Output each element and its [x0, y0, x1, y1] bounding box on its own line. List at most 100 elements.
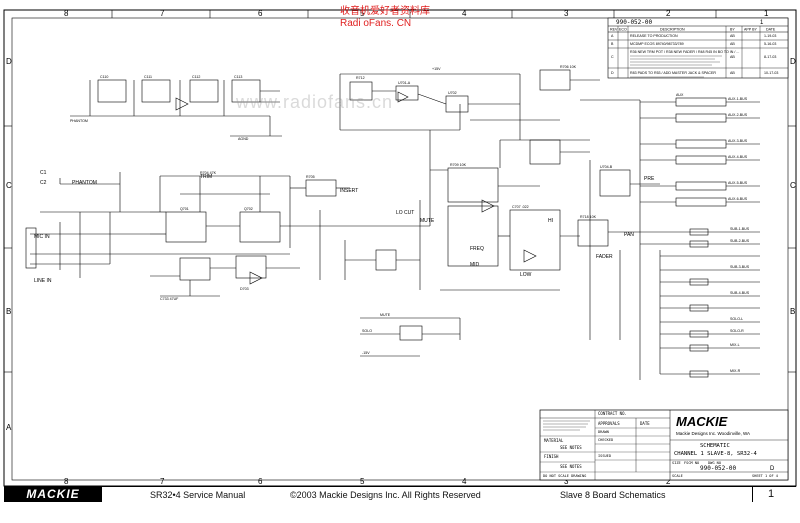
- row-a: A: [6, 423, 12, 432]
- annot-c707: C707 .022: [512, 205, 529, 209]
- annot-c733: C733 47UF: [160, 297, 179, 301]
- col-4: 4: [462, 9, 467, 18]
- annot-u101a: U701-A: [398, 81, 411, 85]
- tb-notes-1: SEE NOTES: [560, 445, 582, 450]
- rev-header-app: APP BY: [744, 28, 758, 32]
- annot-q701: Q701: [180, 207, 189, 211]
- annot-r718: R718 10K: [580, 215, 597, 219]
- col-3: 3: [564, 9, 569, 18]
- row-b-right: B: [790, 307, 795, 316]
- label-pre: PRE: [644, 176, 655, 182]
- tb-issued: ISSUED: [598, 454, 611, 458]
- annot-r709: R709 10K: [450, 163, 467, 167]
- annot-r706: R706 10K: [560, 65, 577, 69]
- col-2: 2: [666, 9, 671, 18]
- tb-do-not-scale: DO NOT SCALE DRAWING: [543, 474, 586, 478]
- annot-r704: R704 47K: [200, 171, 217, 175]
- row-d-right: D: [790, 57, 796, 66]
- tb-checked: CHECKED: [598, 438, 613, 442]
- tb-contract: CONTRACT NO.: [598, 411, 627, 416]
- row-b: B: [6, 307, 11, 316]
- col-7: 7: [160, 9, 165, 18]
- rev-b-date: 5-16-03: [764, 42, 776, 46]
- col-6: 6: [258, 9, 263, 18]
- annot-u704: U704-B: [600, 165, 613, 169]
- tb-drawn: DRAWN: [598, 430, 609, 434]
- label-low: LOW: [520, 272, 532, 278]
- rev-header-eco: ECO: [619, 28, 627, 32]
- col-8: 8: [64, 9, 69, 18]
- label-trim: TRIM: [200, 174, 212, 180]
- column-labels: 8 7 6 5 4 3 2 1 8 7 6 5 4 3 2: [64, 9, 769, 486]
- rev-header-rev: REV: [610, 28, 618, 32]
- rev-header-by: BY: [730, 28, 735, 32]
- label-line-in: LINE IN: [34, 278, 52, 284]
- rev-a-desc: RELEASE TO PRODUCTION: [630, 34, 678, 38]
- rev-c: C: [611, 55, 614, 59]
- rev-drawing-no: 990-052-00: [616, 19, 653, 26]
- annot-sub4: SUB-4-BUS: [730, 291, 750, 295]
- rev-current: 1: [760, 20, 764, 26]
- annot-c113: C113: [234, 75, 242, 79]
- annot-aux-bus-1: AUX-1-BUS: [728, 97, 748, 101]
- annot-pos15: +15V: [432, 67, 441, 71]
- watermark: 收音机爱好者资料库 Radi oFans. CN: [340, 6, 430, 30]
- label-c2: C2: [40, 180, 47, 186]
- rev-a-by: AB: [730, 34, 735, 38]
- annot-c111: C111: [144, 75, 152, 79]
- tb-size: SIZE: [672, 461, 681, 465]
- title-block: MATERIAL SEE NOTES FINISH SEE NOTES DO N…: [539, 409, 789, 481]
- rev-d-by: AB: [730, 71, 735, 75]
- tb-company: MACKIE: [676, 414, 728, 429]
- col-5: 5: [360, 9, 365, 18]
- annot-aux-bus-6: AUX-6-BUS: [728, 197, 748, 201]
- annot-r112: R712: [356, 76, 365, 80]
- annot-q702: Q702: [244, 207, 253, 211]
- rev-c-desc: R36 NEW TRM POT / R38 NEW FADER / R48 R4…: [630, 50, 739, 54]
- row-c-right: C: [790, 181, 796, 190]
- rev-b-desc: MCDMP ECOS 89740/98733/789: [630, 42, 684, 46]
- page-footer: SR32•4 Service Manual ©2003 Mackie Desig…: [4, 486, 796, 503]
- row-d: D: [6, 57, 12, 66]
- annot-mix-r: MIX-R: [730, 369, 741, 373]
- footer-section: Slave 8 Board Schematics: [560, 490, 666, 500]
- col-1: 1: [764, 9, 769, 18]
- label-mic-in: MIC IN: [34, 234, 50, 240]
- tb-notes-2: SEE NOTES: [560, 464, 582, 469]
- annot-c110: C110: [100, 75, 108, 79]
- row-labels: D C B A D C B: [6, 57, 796, 432]
- rev-b-by: AB: [730, 42, 735, 46]
- row-c: C: [6, 181, 12, 190]
- annot-agnd: AGND: [238, 137, 249, 141]
- rev-header-desc: DESCRIPTION: [660, 28, 685, 32]
- label-mid: MID: [470, 262, 480, 268]
- rev-d: D: [611, 71, 614, 75]
- tb-sheet: SHEET 1 OF 4: [752, 474, 778, 478]
- rev-a-date: 1-19-03: [764, 34, 776, 38]
- tb-finish: FINISH: [544, 454, 559, 459]
- annot-aux-bus-2: AUX-2-BUS: [728, 113, 748, 117]
- watermark-line-1: 收音机爱好者资料库: [340, 6, 430, 17]
- col-2-bottom: 2: [666, 477, 671, 486]
- annot-r705: R705: [306, 175, 315, 179]
- rev-d-date: 10-17-03: [764, 71, 778, 75]
- col-5-bottom: 5: [360, 477, 365, 486]
- rev-a: A: [611, 34, 614, 38]
- rev-c-date: 8-17-03: [764, 55, 776, 59]
- tb-scale: SCALE: [672, 474, 683, 478]
- label-hi: HI: [548, 218, 553, 224]
- annot-mix-l: MIX-L: [730, 343, 740, 347]
- annot-u102: U702: [448, 91, 457, 95]
- col-7-bottom: 7: [160, 477, 165, 486]
- annot-sub3: SUB-3-BUS: [730, 265, 750, 269]
- annot-solo-l: SOLO-L: [730, 317, 743, 321]
- rev-d-desc: R83 PADS TO R53 / ADD MASTER JACK & SPAC…: [630, 71, 716, 75]
- footer-manual: SR32•4 Service Manual: [150, 490, 246, 500]
- annot-solo-r: SOLO-R: [730, 329, 744, 333]
- rev-header-date: DATE: [766, 28, 776, 32]
- annot-aux-bus-3: AUX-3-BUS: [728, 139, 748, 143]
- label-c1: C1: [40, 170, 47, 176]
- tb-drawing-no: 990-052-00: [700, 465, 737, 472]
- tb-date: DATE: [640, 421, 650, 426]
